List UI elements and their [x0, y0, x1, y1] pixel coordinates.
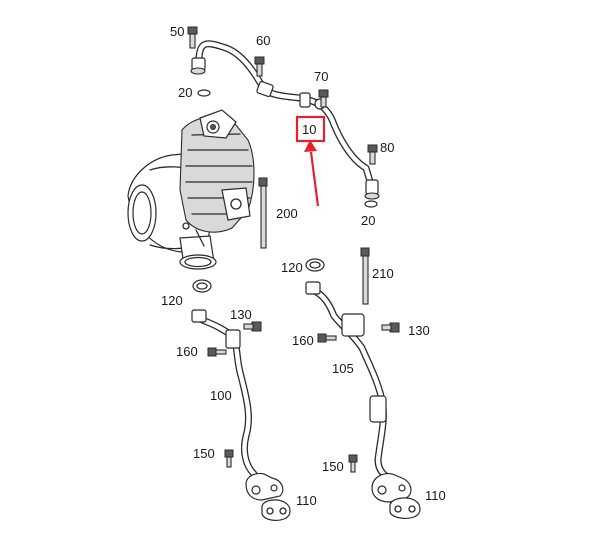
o-ring-120-right — [305, 258, 325, 272]
bolt-150-left — [224, 449, 234, 468]
callout-160-left: 160 — [176, 344, 198, 359]
callout-120-left: 120 — [161, 293, 183, 308]
callout-210: 210 — [372, 266, 394, 281]
bolt-150-right — [348, 454, 358, 473]
gasket-110-left — [261, 499, 291, 521]
highlight-arrow — [309, 151, 320, 207]
bolt-70 — [318, 89, 329, 108]
bolt-160-right — [317, 333, 337, 343]
callout-200: 200 — [276, 206, 298, 221]
callout-70: 70 — [314, 69, 328, 84]
oil-return-line-100 — [191, 309, 284, 501]
callout-60: 60 — [256, 33, 270, 48]
bolt-50 — [187, 26, 198, 49]
turbocharger — [127, 109, 255, 270]
gasket-110-right — [389, 497, 421, 519]
part-highlight — [295, 115, 326, 207]
callout-160-right: 160 — [292, 333, 314, 348]
callout-130-right: 130 — [408, 323, 430, 338]
callout-150-left: 150 — [193, 446, 215, 461]
stud-200 — [258, 177, 268, 249]
highlight-arrow-head — [304, 140, 317, 152]
callout-80: 80 — [380, 140, 394, 155]
bolt-130-right — [381, 322, 400, 333]
washer-20-right — [364, 200, 378, 208]
callout-105: 105 — [332, 361, 354, 376]
callout-labels: 50 60 70 20 10 80 200 20 120 210 120 130… — [161, 24, 446, 508]
bolt-130-left — [243, 321, 262, 332]
callout-50: 50 — [170, 24, 184, 39]
oil-feed-line — [190, 40, 380, 200]
bolt-80 — [367, 144, 378, 165]
callout-100: 100 — [210, 388, 232, 403]
bolt-60 — [254, 56, 265, 77]
callout-120-right: 120 — [281, 260, 303, 275]
callout-10: 10 — [302, 122, 316, 137]
callout-150-right: 150 — [322, 459, 344, 474]
bolt-160-left — [207, 347, 227, 357]
callout-20-right: 20 — [361, 213, 375, 228]
callout-110-left: 110 — [296, 493, 317, 508]
callout-110-right: 110 — [425, 488, 446, 503]
washer-20-upper — [197, 89, 211, 97]
callout-130-left: 130 — [230, 307, 252, 322]
stud-210 — [360, 247, 370, 305]
callout-20-upper: 20 — [178, 85, 192, 100]
oil-return-line-105 — [305, 281, 412, 503]
o-ring-120-left — [192, 279, 212, 293]
